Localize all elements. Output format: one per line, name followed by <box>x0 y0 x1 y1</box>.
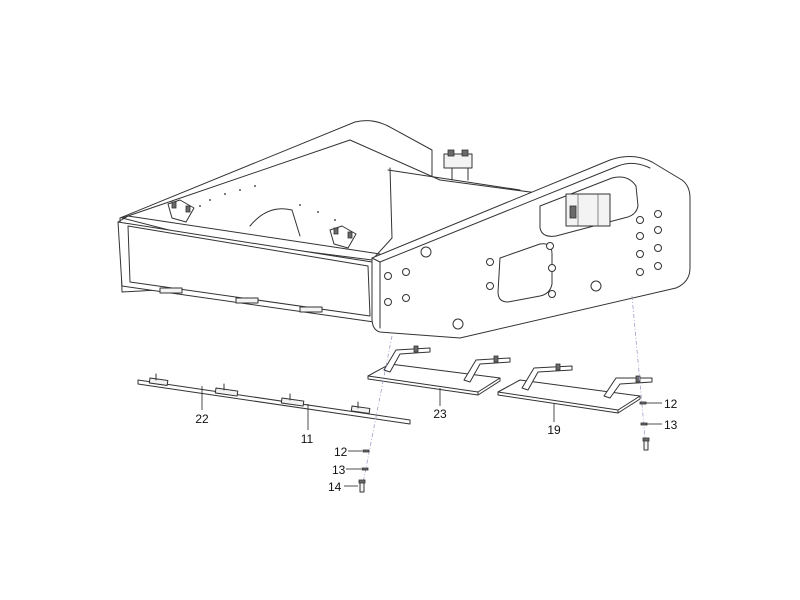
callout-13-left: 13 <box>332 463 346 477</box>
lift-bracket-left <box>167 199 195 223</box>
callout-23: 23 <box>433 407 447 421</box>
lift-bracket-right <box>329 225 357 249</box>
callout-11: 11 <box>301 432 314 446</box>
callout-19: 19 <box>547 423 561 437</box>
beam-tab-3 <box>299 306 323 313</box>
side-plate-holes <box>384 210 662 330</box>
callout-12-left: 12 <box>334 445 348 459</box>
fastener-axis-left <box>361 335 393 489</box>
beam-tab-1 <box>159 287 183 294</box>
callout-14: 14 <box>328 480 342 494</box>
callout-12-right: 12 <box>664 397 678 411</box>
fastener-stack-left <box>358 449 370 493</box>
floor-rivets <box>199 185 336 221</box>
part-19-plate <box>497 363 653 414</box>
beam-tab-2 <box>235 297 259 304</box>
leader-lines <box>201 386 662 487</box>
top-clamp-bracket <box>443 149 473 181</box>
front-beam-panel <box>127 225 371 317</box>
callout-13-right: 13 <box>664 418 678 432</box>
part-23-plate <box>367 345 511 396</box>
callouts: 22 11 23 19 12 13 14 12 13 <box>195 397 677 494</box>
fastener-stack-right <box>639 401 650 451</box>
callout-22: 22 <box>195 412 209 426</box>
part-22-rail <box>137 373 411 425</box>
main-frame <box>117 120 691 339</box>
